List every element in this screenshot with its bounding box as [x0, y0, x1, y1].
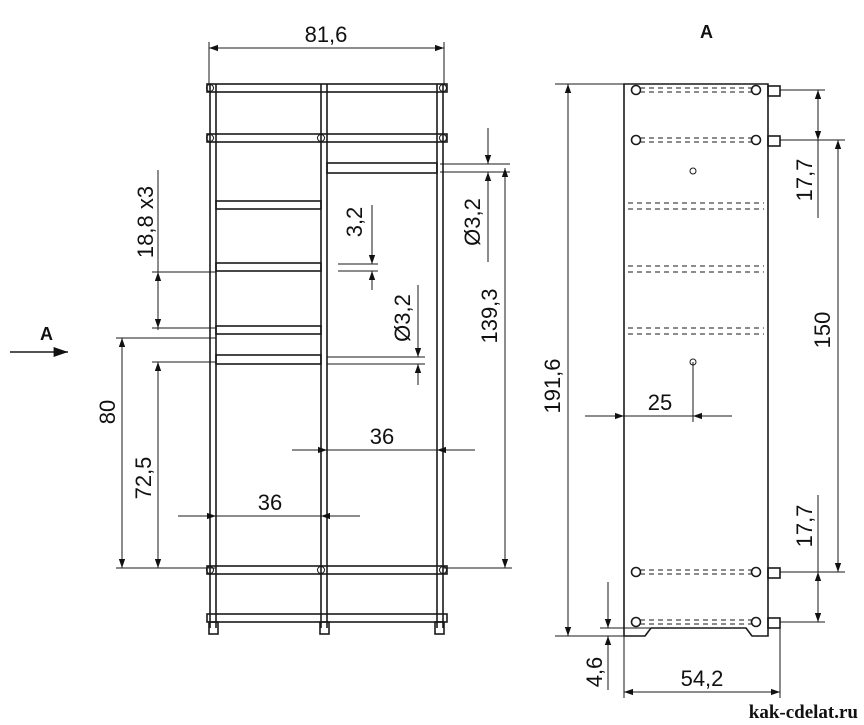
dim-bottom-gap: 17,7 — [780, 495, 825, 623]
dim-span: 150 — [780, 140, 845, 573]
dim-80-text: 80 — [95, 400, 120, 424]
left-shelves — [215, 200, 322, 365]
dim-191-text: 191,6 — [540, 358, 565, 413]
right-shelf — [326, 162, 438, 174]
dim-left-inner-height: 72,5 — [131, 361, 216, 568]
dim-depth: 54,2 — [623, 628, 781, 698]
dim-thickness-text: 3,2 — [342, 207, 367, 238]
dim-25-text: 25 — [648, 390, 672, 415]
dim-54-text: 54,2 — [681, 666, 724, 691]
dim-36-left-text: 36 — [258, 490, 282, 515]
view-label: A — [700, 22, 713, 42]
dim-width-text: 81,6 — [305, 22, 348, 47]
dim-36-right-text: 36 — [370, 424, 394, 449]
dim-total-height: 191,6 — [540, 83, 624, 637]
dim-right-bay-height: 139,3 — [443, 168, 512, 569]
dim-left-bay-width: 36 — [178, 490, 360, 520]
dim-rod-diameter-right: Ø3,2 — [440, 128, 510, 262]
dim-46-text: 4,6 — [582, 657, 607, 688]
dim-front-width: 81,6 — [208, 22, 445, 84]
view-direction-arrow: A — [10, 324, 68, 358]
arrow-label: A — [40, 324, 53, 344]
front-view: 81,6 18,8 x3 3,2 Ø3,2 — [95, 22, 512, 635]
dim-top-gap: 17,7 — [780, 89, 845, 218]
dim-pitch-text: 18,8 x3 — [133, 186, 158, 258]
side-panel-outline — [623, 83, 769, 637]
dim-rod-diameter-mid: Ø3,2 — [327, 285, 425, 385]
dim-right-height-text: 139,3 — [477, 288, 502, 343]
side-tabs — [767, 85, 781, 629]
side-view: A — [540, 22, 845, 698]
dim-foot-height: 4,6 — [582, 582, 650, 690]
dim-diameter-mid-text: Ø3,2 — [390, 294, 415, 342]
dim-shelf-pitch: 18,8 x3 — [133, 170, 216, 330]
dim-72-text: 72,5 — [131, 457, 156, 500]
dim-17-bottom-text: 17,7 — [792, 505, 817, 548]
dim-150-text: 150 — [810, 312, 835, 349]
side-rod-rows — [628, 87, 764, 625]
dim-17-top-text: 17,7 — [792, 159, 817, 202]
dim-hole-offset: 25 — [585, 362, 732, 422]
dim-right-bay-width: 36 — [292, 424, 475, 454]
side-holes — [630, 84, 762, 628]
dim-diameter-right-text: Ø3,2 — [460, 198, 485, 246]
dim-shelf-thickness: 3,2 — [338, 205, 378, 290]
watermark: kak-cdelat.ru — [749, 702, 859, 723]
dim-left-lower-height: 80 — [95, 337, 216, 569]
